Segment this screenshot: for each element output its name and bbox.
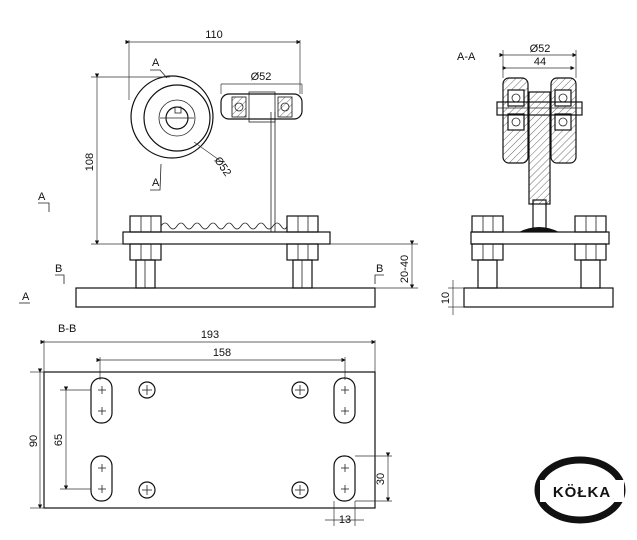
aa-bracket (528, 91, 551, 205)
bb-base-plate (43, 371, 376, 509)
dim-diameter-52-wheel: Ø52 (212, 155, 234, 179)
logo-text: KÖŁKA (553, 484, 611, 501)
marker-b-right: B (376, 263, 383, 275)
section-a-bottom-label: A (152, 177, 160, 189)
dim-aa-10: 10 (440, 292, 452, 304)
dim-aa-diameter-52: Ø52 (530, 43, 551, 55)
bb-slot-top-right (333, 377, 356, 424)
bb-hole-top-left (138, 381, 156, 399)
aa-base-plate (463, 287, 614, 308)
wheel (130, 75, 214, 159)
dim-bb-30: 30 (375, 473, 387, 485)
dim-bb-65: 65 (53, 434, 65, 446)
spring (160, 222, 288, 230)
dim-110: 110 (205, 29, 223, 41)
section-aa-title: A-A (457, 51, 476, 63)
bb-hole-bottom-left (138, 481, 156, 499)
bb-slot-bottom-left (90, 455, 113, 502)
bb-hole-bottom-right (291, 481, 309, 499)
marker-b-left: B (55, 263, 62, 275)
base-plate (75, 287, 376, 308)
section-a-top-label: A (152, 57, 160, 69)
marker-a-left-upper: A (38, 191, 46, 203)
dim-20-40: 20-40 (399, 255, 411, 283)
bb-slot-top-left (90, 377, 113, 424)
dim-bb-13: 13 (339, 514, 351, 526)
right-bolt (286, 215, 319, 289)
dim-bb-193: 193 (201, 329, 219, 341)
section-bb-view: B-B 193 158 (28, 323, 392, 526)
aa-upper-plate (470, 231, 610, 245)
dim-diameter-52: Ø52 (251, 71, 272, 83)
dim-bb-90: 90 (28, 435, 40, 447)
dim-bb-158: 158 (213, 347, 231, 359)
upper-plate (122, 231, 331, 245)
bearing-detail (220, 91, 303, 123)
dim-aa-44: 44 (534, 56, 546, 68)
section-bb-title: B-B (58, 323, 76, 335)
dim-108: 108 (84, 153, 96, 171)
kolka-logo: KÖŁKA (534, 456, 626, 524)
marker-a-left-lower: A (22, 291, 30, 303)
front-view: 110 Ø52 108 Ø52 A A A A B B 20-40 (19, 29, 418, 308)
section-aa-view: A-A Ø52 44 (440, 43, 614, 315)
bb-hole-top-right (291, 381, 309, 399)
left-bolt (129, 215, 162, 289)
bb-slot-bottom-right (333, 455, 356, 502)
